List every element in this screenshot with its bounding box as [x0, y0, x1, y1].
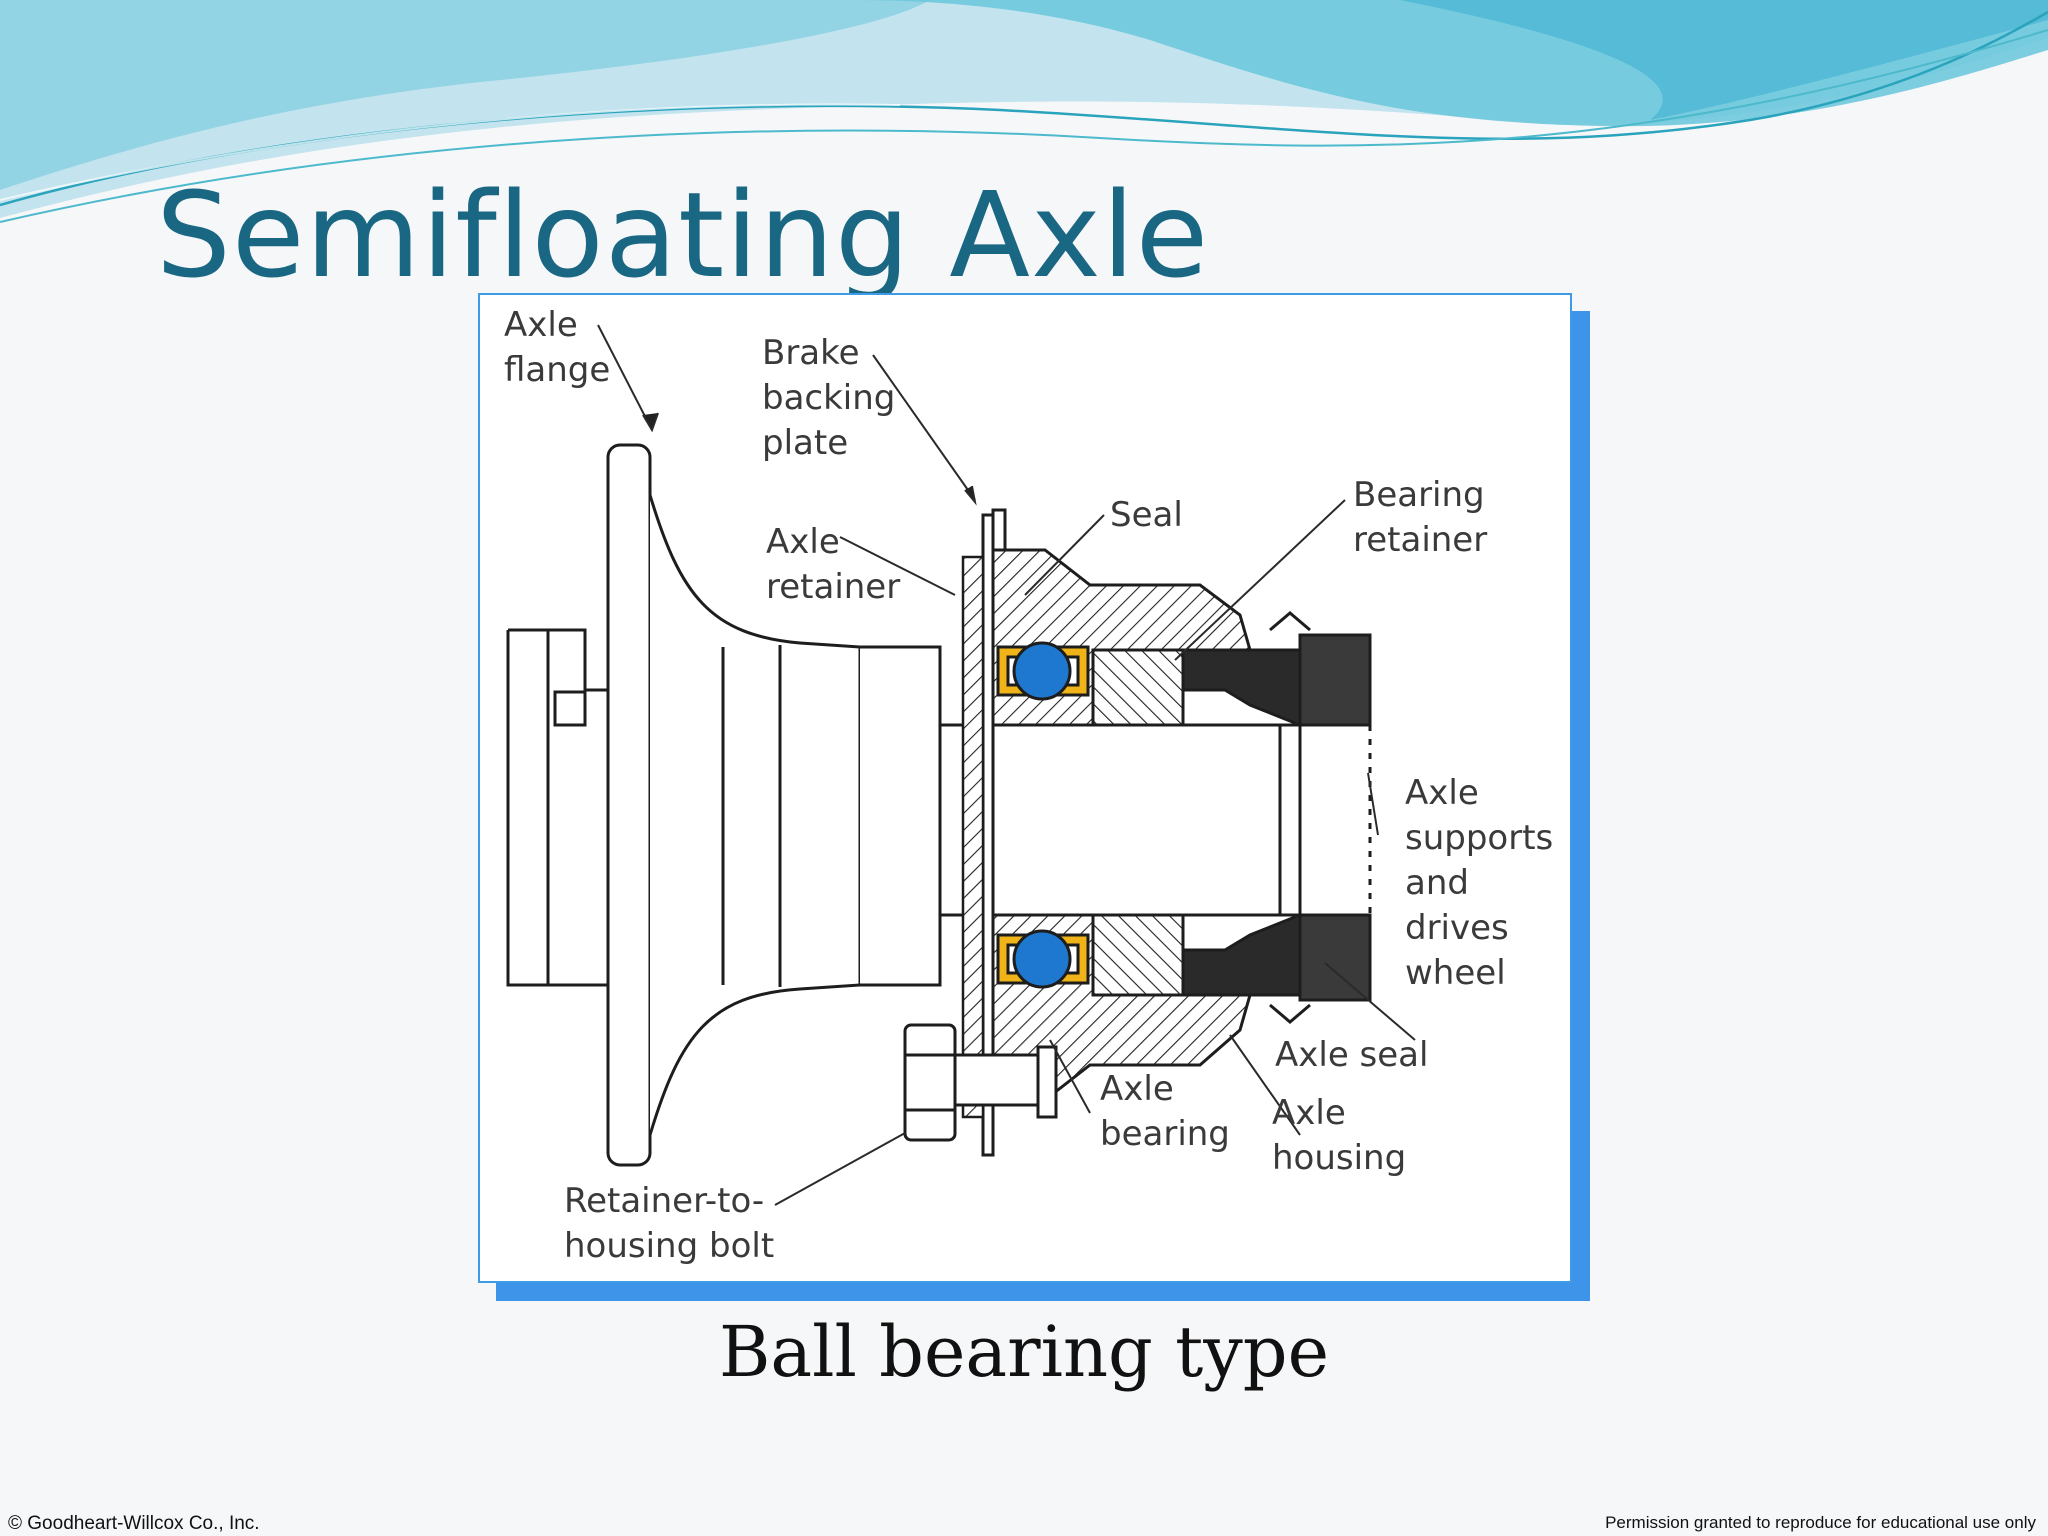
label-axle-housing: Axle housing: [1272, 1093, 1407, 1178]
axle-cross-section-diagram: [506, 324, 1416, 1206]
retainer-bolt: [903, 1023, 1058, 1142]
figure-caption: Ball bearing type: [718, 1311, 1330, 1393]
axle-seal-assembly: [1181, 611, 1372, 1024]
ball-bearing-top: [996, 641, 1090, 701]
label-retainer-to-housing-bolt: Retainer-to- housing bolt: [564, 1181, 775, 1266]
label-seal: Seal: [1110, 495, 1183, 535]
permission-notice: Permission granted to reproduce for educ…: [1605, 1513, 2036, 1532]
ball-bearing-bottom: [996, 929, 1090, 989]
label-axle-retainer: Axle retainer: [766, 522, 901, 607]
label-axle-seal: Axle seal: [1275, 1035, 1429, 1075]
label-axle-bearing: Axle bearing: [1100, 1069, 1230, 1154]
label-bearing-retainer: Bearing retainer: [1353, 475, 1488, 560]
label-brake-backing-plate: Brake backing plate: [762, 333, 896, 463]
slide-title: Semifloating Axle: [156, 166, 1210, 304]
leader-lines: [597, 324, 1416, 1206]
label-axle-flange: Axle flange: [504, 305, 611, 390]
copyright-notice: © Goodheart-Willcox Co., Inc.: [8, 1513, 260, 1534]
axle-retainer: [961, 555, 985, 1119]
label-axle-supports-and-drives-wheel: Axle supports and drives wheel: [1405, 773, 1554, 993]
axle-flange: [506, 443, 942, 1167]
diagram-frame: Axle flange Brake backing plate Seal Bea…: [478, 293, 1572, 1283]
header-wave-decoration: [0, 0, 2048, 223]
